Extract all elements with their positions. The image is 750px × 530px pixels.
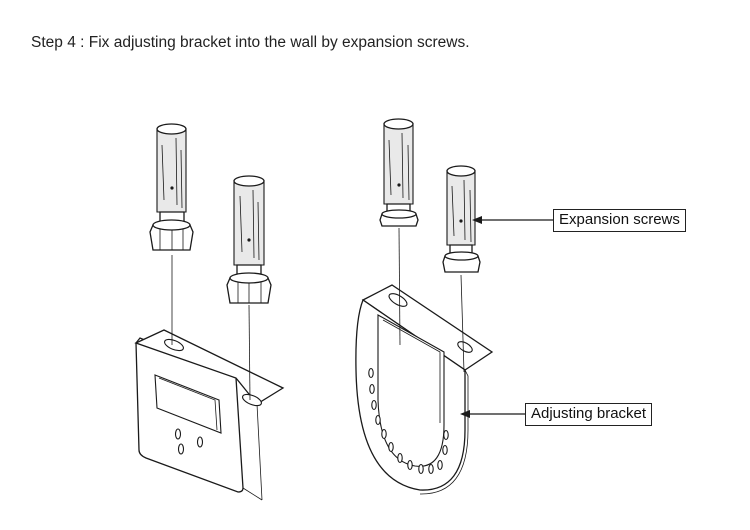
expansion-screws-leader — [472, 216, 553, 224]
right-expansion-screw-2 — [442, 165, 481, 373]
step-title: Step 4 : Fix adjusting bracket into the … — [31, 34, 470, 51]
expansion-screws-label: Expansion screws — [553, 209, 686, 232]
adjusting-bracket-leader — [460, 410, 525, 418]
left-expansion-screw-1 — [149, 123, 194, 345]
right-adjusting-bracket — [355, 284, 494, 495]
right-expansion-screw-1 — [379, 118, 419, 346]
adjusting-bracket-label: Adjusting bracket — [525, 403, 653, 426]
left-flat-bracket — [134, 329, 285, 501]
left-expansion-screw-2 — [226, 175, 272, 401]
